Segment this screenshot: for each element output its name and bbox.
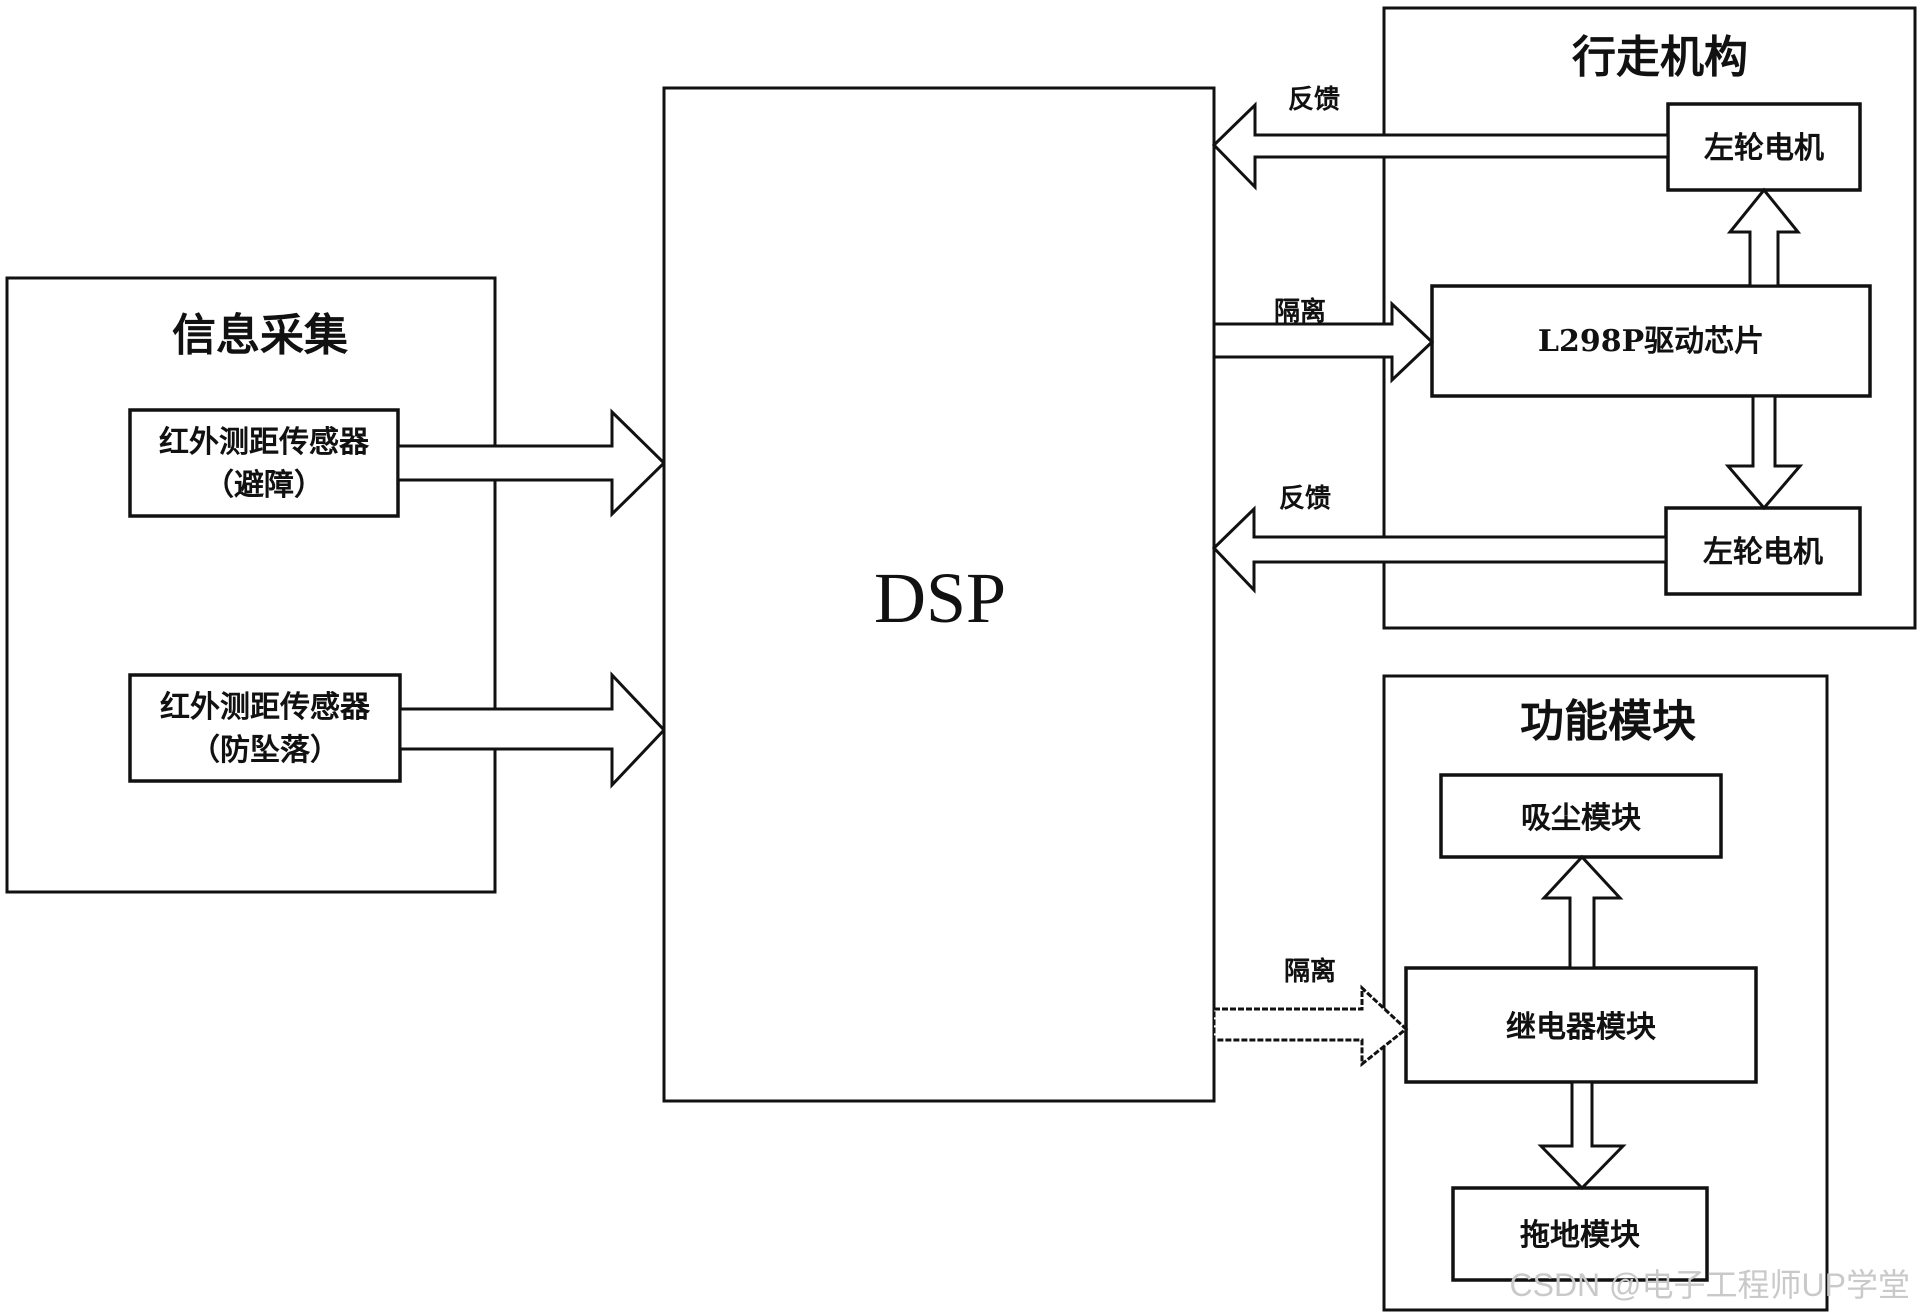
walking-mechanism-title: 行走机构 — [1572, 32, 1748, 83]
isolation-relay-label: 隔离 — [1284, 956, 1336, 987]
isolation-driver-arrow — [1212, 300, 1435, 384]
left-motor-bottom-box — [1664, 506, 1862, 596]
feedback-top-arrow — [1211, 101, 1670, 191]
ir-sensor-obstacle-sublabel: （避障） — [204, 468, 324, 503]
relay-to-vacuum-arrow — [1540, 854, 1624, 970]
left-motor-top-label: 左轮电机 — [1704, 131, 1824, 166]
feedback-top-label: 反馈 — [1288, 85, 1340, 115]
feedback-bottom-arrow — [1211, 505, 1668, 594]
dsp-box — [662, 86, 1216, 1103]
vacuum-module-box — [1439, 773, 1723, 859]
l298p-driver-box — [1430, 284, 1872, 398]
function-module-title: 功能模块 — [1520, 696, 1696, 747]
dsp-label: DSP — [874, 558, 1006, 638]
relay-module-label: 继电器模块 — [1506, 1010, 1656, 1045]
info-collection-title: 信息采集 — [172, 310, 348, 361]
ir-sensor-fall-box — [128, 673, 402, 783]
isolation-driver-label: 隔离 — [1274, 296, 1326, 327]
relay-module-box — [1404, 966, 1758, 1084]
ir-sensor-obstacle-box — [128, 408, 400, 518]
sensor1-to-dsp-arrow — [396, 408, 667, 518]
l298p-driver-label: L298P驱动芯片 — [1538, 324, 1764, 359]
mop-module-box — [1451, 1186, 1709, 1282]
feedback-bottom-label: 反馈 — [1279, 484, 1331, 514]
mop-module-label: 拖地模块 — [1520, 1218, 1640, 1253]
ir-sensor-obstacle-label: 红外测距传感器 — [159, 425, 370, 460]
info-collection-group — [5, 276, 497, 894]
left-motor-bottom-label: 左轮电机 — [1703, 535, 1823, 570]
vacuum-module-label: 吸尘模块 — [1521, 801, 1641, 836]
csdn-watermark: CSDN @电子工程师UP学堂 — [1509, 1267, 1910, 1303]
driver-to-top-motor-arrow — [1726, 187, 1802, 288]
relay-to-mop-arrow — [1537, 1080, 1627, 1191]
ir-sensor-fall-sublabel: （防坠落） — [190, 733, 340, 768]
ir-sensor-fall-label: 红外测距传感器 — [160, 690, 371, 725]
sensor2-to-dsp-arrow — [398, 671, 667, 789]
isolation-relay-arrow — [1212, 984, 1409, 1068]
driver-to-bottom-motor-arrow — [1724, 394, 1804, 511]
